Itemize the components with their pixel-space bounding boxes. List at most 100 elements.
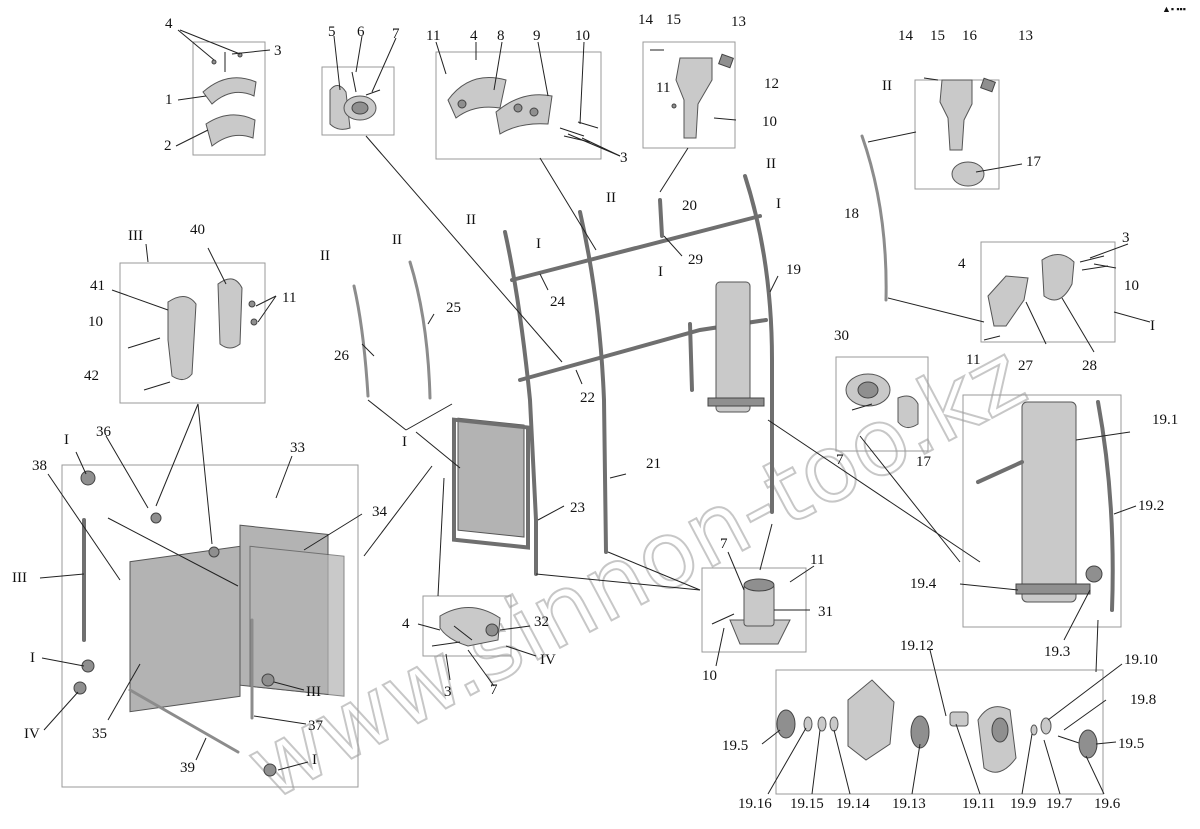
label-I: I: [658, 264, 663, 280]
label-4: 4: [165, 16, 173, 32]
label-19-8: 19.8: [1130, 692, 1156, 708]
label-II: II: [882, 78, 892, 94]
label-IV: IV: [24, 726, 40, 742]
label-30: 30: [834, 328, 849, 344]
label-37: 37: [308, 718, 324, 734]
label-10: 10: [1124, 278, 1139, 294]
box-seat-bracket: [835, 356, 929, 452]
box-detail-I: [980, 241, 1116, 343]
label-2: 2: [164, 138, 172, 154]
box-clamp-5-7: [321, 66, 395, 136]
label-19-9: 19.9: [1010, 796, 1036, 812]
detail-boxes: [61, 41, 1122, 795]
label-4: 4: [470, 28, 478, 44]
label-16: 16: [962, 28, 978, 44]
label-3: 3: [444, 684, 452, 700]
label-23: 23: [570, 500, 585, 516]
clamp-5-7: [329, 71, 381, 130]
label-33: 33: [290, 440, 305, 456]
label-17: 17: [916, 454, 932, 470]
label-19-12: 19.12: [900, 638, 934, 654]
callout-labels: 4 3 1 2 5 6 7 11 4 8 9 10 3 14 15 13 12 …: [12, 12, 1178, 812]
seat-bracket-30: [845, 373, 919, 428]
label-19-6: 19.6: [1094, 796, 1121, 812]
label-19-11: 19.11: [962, 796, 995, 812]
label-II: II: [466, 212, 476, 228]
label-28: 28: [1082, 358, 1097, 374]
label-36: 36: [96, 424, 112, 440]
label-22: 22: [580, 390, 595, 406]
label-4: 4: [402, 616, 410, 632]
box-window-assembly: [61, 464, 359, 788]
label-19: 19: [786, 262, 801, 278]
label-8: 8: [497, 28, 505, 44]
label-35: 35: [92, 726, 107, 742]
label-29: 29: [688, 252, 703, 268]
label-19-10: 19.10: [1124, 652, 1158, 668]
label-10: 10: [88, 314, 103, 330]
label-7: 7: [392, 26, 400, 42]
label-34: 34: [372, 504, 388, 520]
label-III: III: [128, 228, 143, 244]
label-19-5: 19.5: [722, 738, 748, 754]
window-frame: [452, 417, 530, 550]
label-II: II: [606, 190, 616, 206]
label-25: 25: [446, 300, 461, 316]
label-10: 10: [702, 668, 717, 684]
label-20: 20: [682, 198, 697, 214]
label-5: 5: [328, 24, 336, 40]
label-I: I: [402, 434, 407, 450]
label-10: 10: [575, 28, 590, 44]
box-detail-III: [119, 262, 266, 404]
label-I: I: [64, 432, 69, 448]
label-11: 11: [282, 290, 296, 306]
label-31: 31: [818, 604, 833, 620]
label-7: 7: [490, 682, 498, 698]
label-I: I: [1150, 318, 1155, 334]
label-4: 4: [958, 256, 966, 272]
label-I: I: [312, 752, 317, 768]
label-19-13: 19.13: [892, 796, 926, 812]
label-1: 1: [165, 92, 173, 108]
box-clamp-8-9: [435, 51, 602, 160]
label-3: 3: [1122, 230, 1130, 246]
leader-lines: [39, 29, 1151, 795]
clamp-8-9: [447, 77, 599, 143]
box-detail-IV: [422, 595, 512, 657]
label-39: 39: [180, 760, 195, 776]
box-bracket-12: [642, 41, 736, 149]
label-14: 14: [898, 28, 914, 44]
detail-I-parts: [987, 254, 1109, 327]
label-13: 13: [731, 14, 746, 30]
label-I: I: [536, 236, 541, 252]
label-11: 11: [966, 352, 980, 368]
label-26: 26: [334, 348, 350, 364]
label-42: 42: [84, 368, 99, 384]
clamp-1-2: [202, 52, 257, 147]
label-19-7: 19.7: [1046, 796, 1073, 812]
label-38: 38: [32, 458, 47, 474]
detail-IV-parts: [431, 607, 501, 647]
label-III: III: [306, 684, 321, 700]
label-II: II: [392, 232, 402, 248]
label-15: 15: [930, 28, 945, 44]
base-31: [711, 578, 791, 645]
label-40: 40: [190, 222, 205, 238]
label-19-16: 19.16: [738, 796, 772, 812]
label-II: II: [320, 248, 330, 264]
box-clamp-1-2: [192, 41, 266, 156]
window-assembly-parts: [73, 470, 345, 777]
label-6: 6: [357, 24, 365, 40]
bracket-16: [923, 77, 996, 187]
label-13: 13: [1018, 28, 1033, 44]
label-17: 17: [1026, 154, 1042, 170]
label-12: 12: [764, 76, 779, 92]
label-11: 11: [656, 80, 670, 96]
label-I: I: [30, 650, 35, 666]
label-II: II: [766, 156, 776, 172]
label-I: I: [776, 196, 781, 212]
label-11: 11: [426, 28, 440, 44]
label-III: III: [12, 570, 27, 586]
label-41: 41: [90, 278, 105, 294]
corner-mark: ▲▪ ▪▪▪: [1162, 4, 1186, 14]
